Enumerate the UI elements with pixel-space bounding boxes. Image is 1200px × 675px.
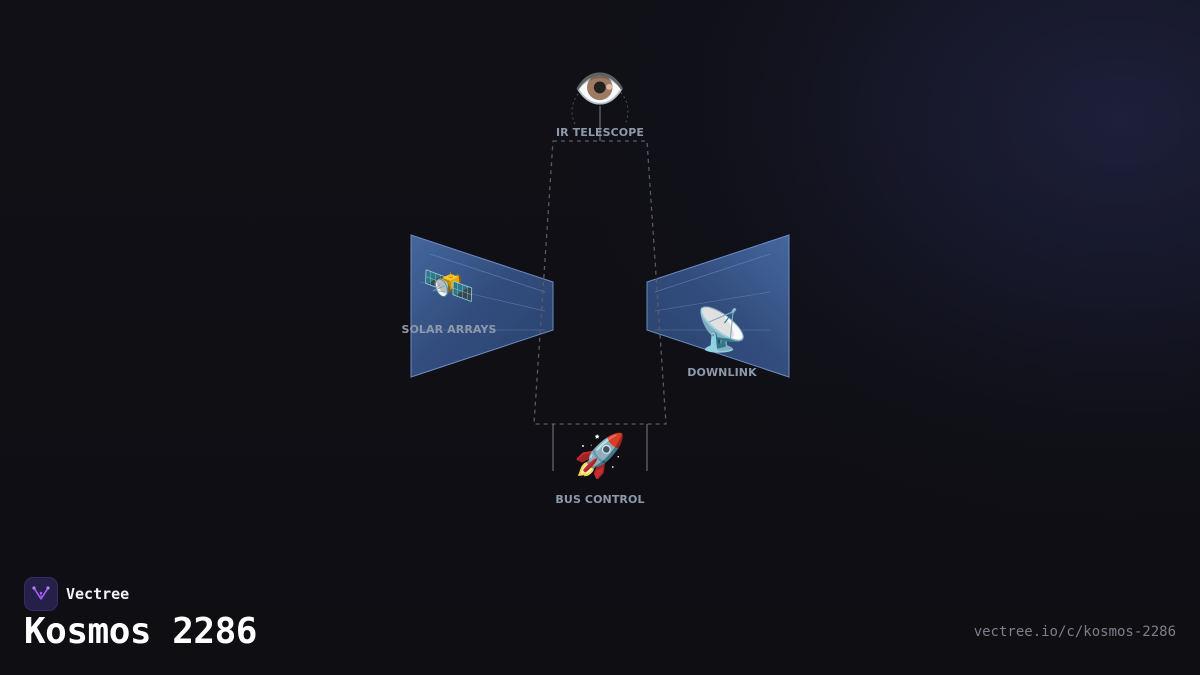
spacecraft-body-outline <box>533 140 667 425</box>
satellite-icon: 🛰️ <box>422 261 476 310</box>
vectree-logo-icon <box>24 577 58 611</box>
label-bus-control: BUS CONTROL <box>555 493 645 506</box>
source-url[interactable]: vectree.io/c/kosmos-2286 <box>973 624 1176 640</box>
label-solar-arrays: SOLAR ARRAYS <box>401 323 497 336</box>
telescope-aperture <box>571 82 629 125</box>
label-ir-telescope: IR TELESCOPE <box>555 126 645 139</box>
brand-name: Vectree <box>66 585 130 603</box>
brand: Vectree <box>24 577 129 611</box>
page-title: Kosmos 2286 <box>24 611 257 652</box>
solar-panel-left <box>410 234 554 378</box>
eye-icon: 👁️ <box>573 64 627 113</box>
rocket-icon: 🚀 <box>573 431 627 480</box>
solar-panel-right <box>646 234 790 378</box>
satellite-antenna-icon: 📡 <box>695 305 749 354</box>
label-downlink: DOWNLINK <box>687 366 757 379</box>
